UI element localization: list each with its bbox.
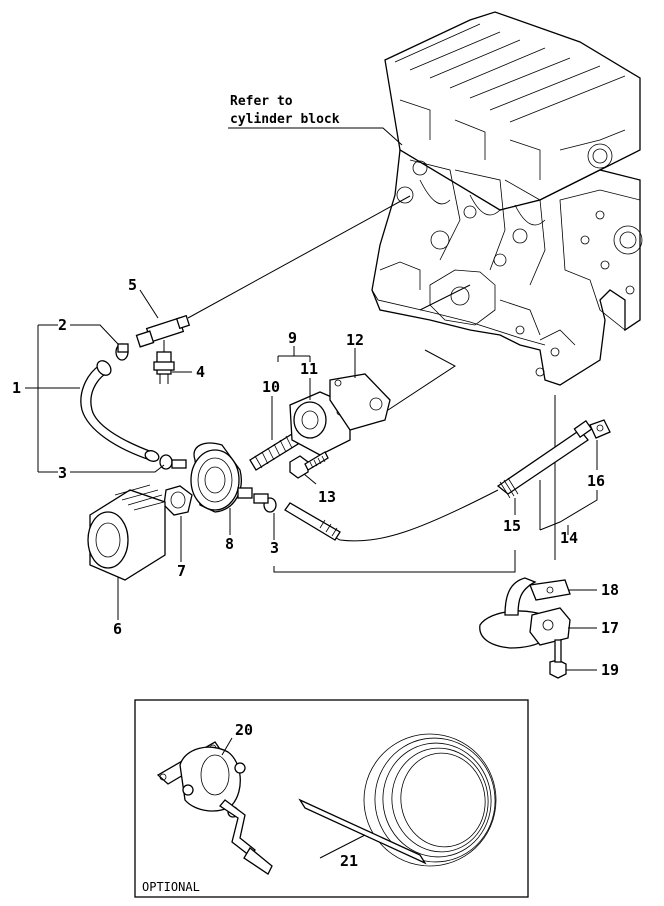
callout-1: 1 — [12, 379, 21, 397]
part-21-hose-coil — [298, 733, 497, 867]
block-leader-lines — [187, 195, 556, 560]
cylinder-block-drawing — [371, 11, 643, 386]
callout-2: 2 — [58, 316, 67, 334]
part-2-clamp — [115, 343, 129, 361]
optional-label: OPTIONAL — [142, 880, 200, 894]
callout-9: 9 — [288, 329, 297, 347]
callout-13: 13 — [318, 488, 336, 506]
callout-19: 19 — [601, 661, 619, 679]
callout-11: 11 — [300, 360, 318, 378]
callout-15: 15 — [503, 517, 521, 535]
callout-4: 4 — [196, 363, 205, 381]
callout-3-lower: 3 — [270, 539, 279, 557]
part-8-filter-head — [190, 442, 253, 513]
callout-3-upper: 3 — [58, 464, 67, 482]
callout-14: 14 — [560, 529, 578, 547]
part-17-strainer — [479, 577, 571, 649]
callout-12: 12 — [346, 331, 364, 349]
refer-to-cylinder-block-note: Refer to cylinder block — [228, 94, 403, 146]
callout-numbers: 1 2 3 4 5 6 7 8 9 10 11 12 13 3 14 15 16… — [12, 276, 619, 679]
callout-16: 16 — [587, 472, 605, 490]
callout-6: 6 — [113, 620, 122, 638]
part-16-clip — [589, 419, 611, 439]
part-19-bolt — [549, 639, 567, 679]
callout-18: 18 — [601, 581, 619, 599]
note-line-1: Refer to — [230, 94, 293, 109]
callout-10: 10 — [262, 378, 280, 396]
part-3-clamp-lower — [253, 493, 277, 513]
callout-7: 7 — [177, 562, 186, 580]
part-15-dipstick-guide — [284, 419, 593, 542]
part-6-oil-filter — [87, 484, 166, 581]
part-5-union-fitting — [135, 314, 191, 384]
part-3-clamp-upper — [159, 454, 187, 470]
optional-parts-box: OPTIONAL 20 21 — [134, 699, 529, 898]
part-18-gasket — [529, 579, 571, 601]
note-line-2: cylinder block — [230, 112, 340, 127]
part-13-bolt — [289, 451, 329, 479]
part-12-gasket — [329, 373, 391, 431]
part-7-nipple — [163, 485, 193, 516]
callout-20: 20 — [235, 721, 253, 739]
callout-leader-lines — [25, 289, 598, 671]
part-1-hose — [80, 360, 160, 462]
part-20-hand-pump — [156, 737, 273, 875]
callout-17: 17 — [601, 619, 619, 637]
part-10-spring — [249, 433, 299, 471]
callout-8: 8 — [225, 535, 234, 553]
callout-21: 21 — [340, 852, 358, 870]
callout-5: 5 — [128, 276, 137, 294]
